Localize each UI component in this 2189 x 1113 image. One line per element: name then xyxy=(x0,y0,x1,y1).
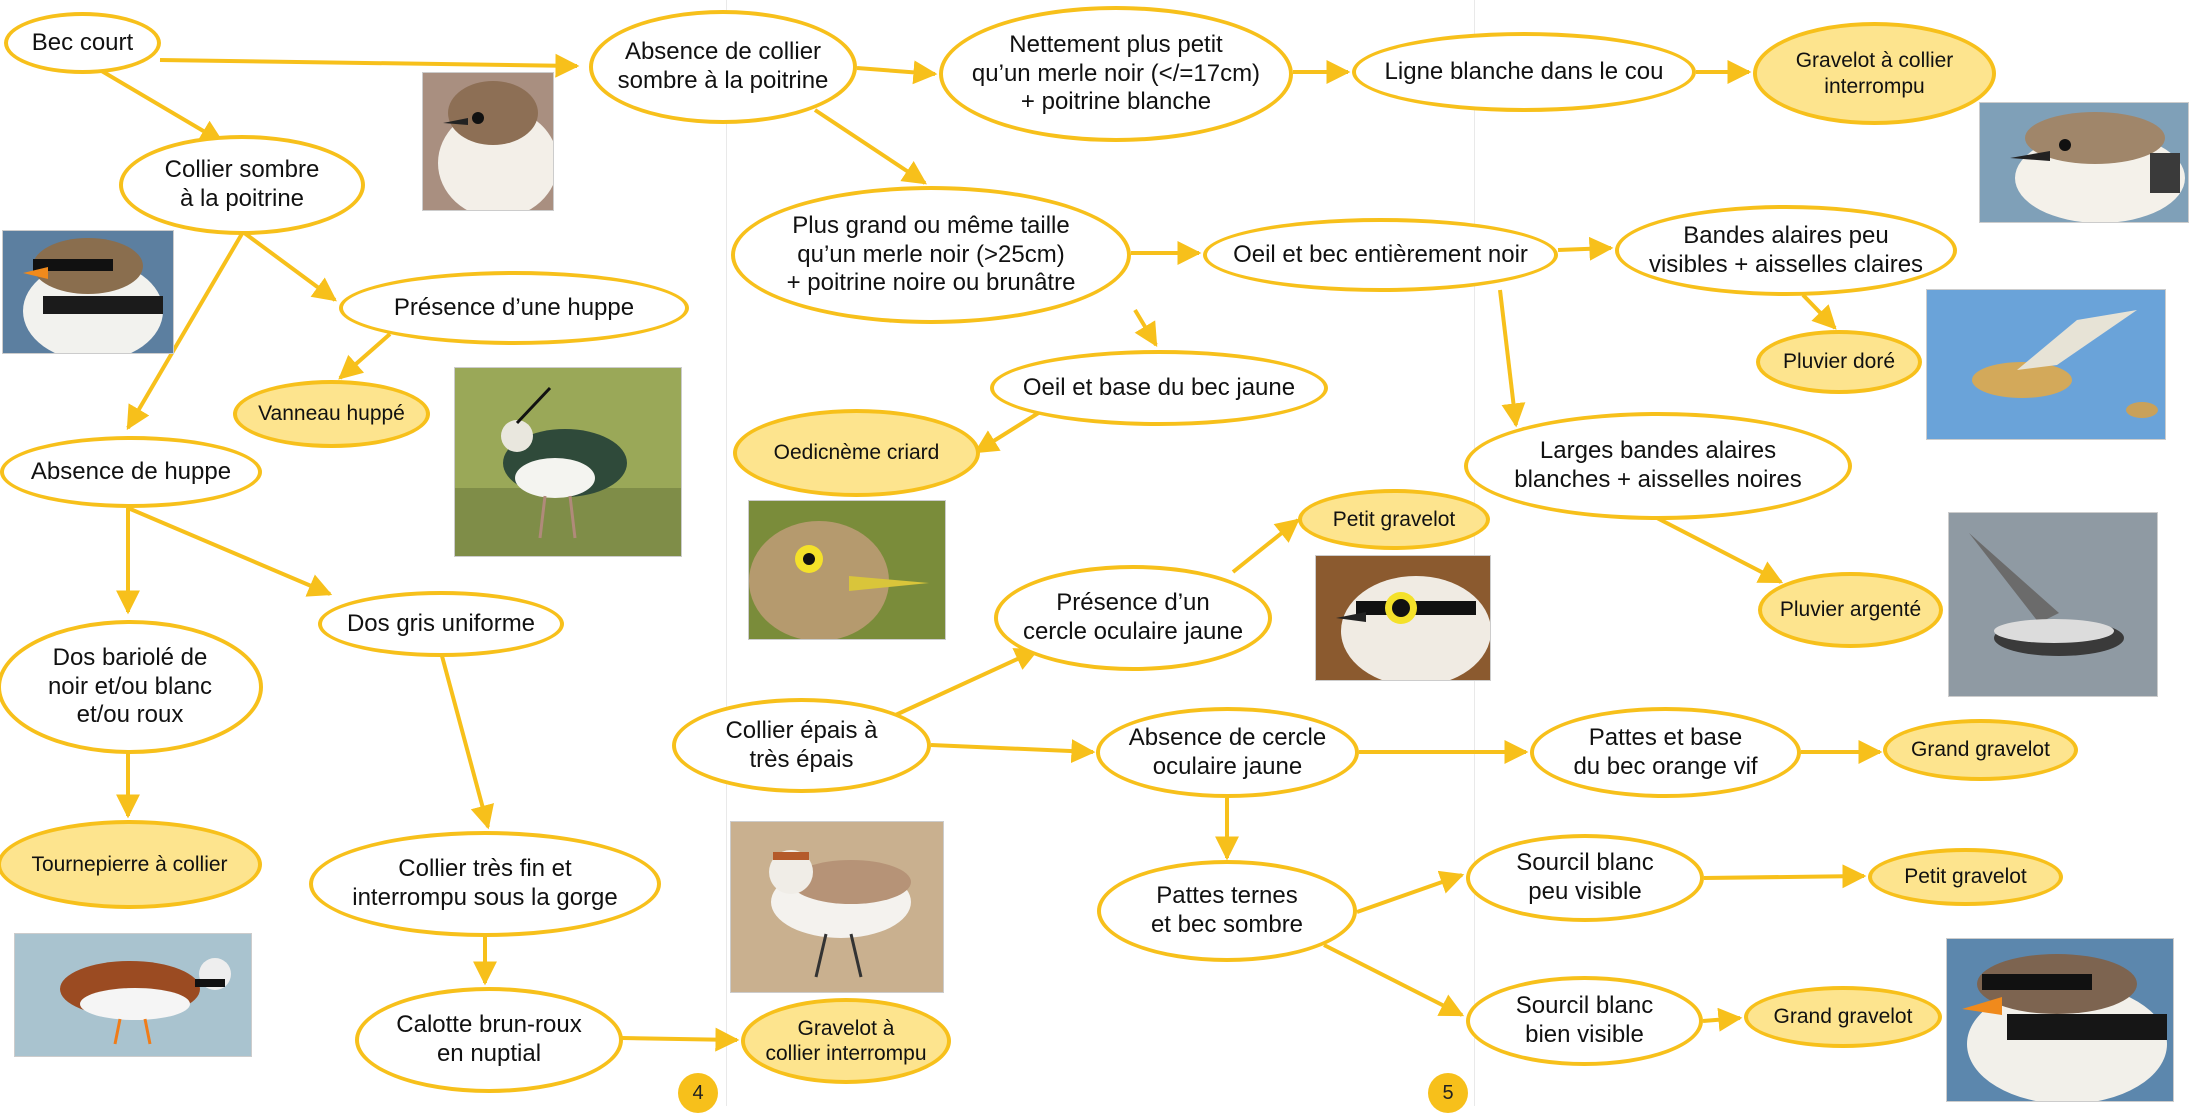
node-pattes-orange: Pattes et base du bec orange vif xyxy=(1530,707,1801,798)
page-number-left: 4 xyxy=(678,1073,718,1113)
arrow xyxy=(856,60,938,85)
node-collier-sombre: Collier sombre à la poitrine xyxy=(119,135,365,235)
arrow xyxy=(621,1027,740,1052)
arrow xyxy=(888,648,1040,720)
node-dos-bariole: Dos bariolé de noir et/ou blanc et/ou ro… xyxy=(0,620,263,754)
photo-gravelot-head-2 xyxy=(1979,102,2189,223)
node-presence-cercle: Présence d’un cercle oculaire jaune xyxy=(994,565,1272,671)
node-sourcil-bien-visible: Sourcil blanc bien visible xyxy=(1466,976,1703,1066)
photo-gravelot-head xyxy=(422,72,554,211)
node-tournepierre: Tournepierre à collier xyxy=(0,820,262,909)
arrow xyxy=(159,53,580,78)
arrow xyxy=(1498,289,1526,428)
node-collier-fin: Collier très fin et interrompu sous la g… xyxy=(309,831,661,937)
node-oeil-bec-jaune: Oeil et base du bec jaune xyxy=(990,350,1328,426)
arrow xyxy=(1702,1007,1743,1032)
node-larges-bandes: Larges bandes alaires blanches + aissell… xyxy=(1464,412,1852,520)
node-bec-court: Bec court xyxy=(4,12,161,74)
arrow xyxy=(1323,943,1465,1017)
node-gravelot-collier-interrompu-1: Gravelot à collier interrompu xyxy=(1753,22,1996,125)
arrow xyxy=(1703,864,1867,889)
node-plus-petit: Nettement plus petit qu’un merle noir (<… xyxy=(939,6,1293,142)
arrow xyxy=(1801,293,1837,330)
page-number-right: 5 xyxy=(1428,1073,1468,1113)
arrow xyxy=(1356,870,1465,914)
node-plus-grand: Plus grand ou même taille qu’un merle no… xyxy=(731,186,1131,324)
node-pattes-ternes: Pattes ternes et bec sombre xyxy=(1097,860,1357,962)
node-pluvier-dore: Pluvier doré xyxy=(1756,330,1922,394)
node-oedicneme-criard: Oedicnème criard xyxy=(733,409,980,497)
arrow xyxy=(1231,518,1300,574)
node-grand-gravelot-2: Grand gravelot xyxy=(1744,986,1942,1048)
node-bandes-peu-visibles: Bandes alaires peu visibles + aisselles … xyxy=(1615,205,1957,296)
node-ligne-blanche: Ligne blanche dans le cou xyxy=(1352,32,1696,112)
page-fold-line xyxy=(726,0,727,1106)
node-petit-gravelot-1: Petit gravelot xyxy=(1298,489,1490,550)
node-absence-collier: Absence de collier sombre à la poitrine xyxy=(589,10,857,124)
node-vanneau-huppe: Vanneau huppé xyxy=(233,380,430,448)
arrow xyxy=(338,332,392,380)
node-pluvier-argente: Pluvier argenté xyxy=(1758,572,1943,648)
photo-pluvier-dore xyxy=(1926,289,2166,440)
arrow xyxy=(813,108,927,185)
node-calotte: Calotte brun-roux en nuptial xyxy=(355,987,623,1093)
node-absence-cercle: Absence de cercle oculaire jaune xyxy=(1096,707,1359,798)
arrow xyxy=(1656,516,1784,584)
photo-gravelot-full xyxy=(730,821,944,993)
node-collier-epais: Collier épais à très épais xyxy=(672,698,931,793)
node-presence-huppe: Présence d’une huppe xyxy=(339,271,689,345)
arrow xyxy=(126,230,245,431)
arrow xyxy=(1133,308,1158,348)
arrow xyxy=(973,410,1042,454)
photo-vanneau xyxy=(454,367,682,557)
photo-petit-gravelot-head xyxy=(1315,555,1491,681)
node-oeil-bec-noir: Oeil et bec entièrement noir xyxy=(1203,218,1558,292)
node-sourcil-peu-visible: Sourcil blanc peu visible xyxy=(1466,834,1704,922)
arrow xyxy=(127,506,333,597)
page-fold-line xyxy=(1474,0,1475,1106)
photo-grand-gravelot-2 xyxy=(1946,938,2174,1102)
node-grand-gravelot-1: Grand gravelot xyxy=(1883,719,2078,781)
arrow xyxy=(98,68,225,144)
arrow xyxy=(440,655,494,830)
node-gravelot-collier-interrompu-2: Gravelot à collier interrompu xyxy=(741,998,951,1084)
node-dos-gris: Dos gris uniforme xyxy=(318,591,564,657)
arrow xyxy=(241,230,337,302)
arrow xyxy=(930,739,1096,764)
arrow xyxy=(1557,236,1614,261)
photo-grand-gravelot-1 xyxy=(2,230,174,354)
node-petit-gravelot-2: Petit gravelot xyxy=(1868,848,2063,906)
photo-tournepierre xyxy=(14,933,252,1057)
node-absence-huppe: Absence de huppe xyxy=(0,436,262,508)
photo-oedicneme xyxy=(748,500,946,640)
photo-pluvier-argente xyxy=(1948,512,2158,697)
